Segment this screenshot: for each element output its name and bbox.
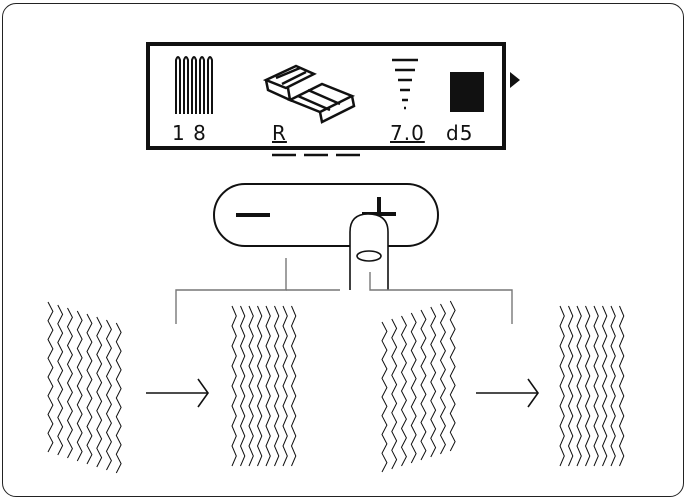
- stitch-column: [68, 308, 73, 458]
- stitch-column: [77, 311, 82, 461]
- stitch-column: [421, 310, 426, 460]
- stitch-column: [249, 306, 253, 466]
- stitch-column: [411, 313, 416, 463]
- stitch-column: [569, 306, 573, 466]
- stitch-column: [402, 316, 407, 466]
- stitch-column: [283, 306, 287, 466]
- stitch-column: [620, 306, 624, 466]
- stitch-column: [87, 314, 92, 464]
- stitch-column: [450, 301, 455, 451]
- stitch-column: [577, 306, 581, 466]
- stitch-column: [116, 323, 121, 473]
- stitch-width-value: d5: [446, 123, 473, 143]
- stitch-column: [107, 320, 112, 470]
- stitch-column: [232, 306, 236, 466]
- stitch-column: [594, 306, 598, 466]
- finger-press-icon: [350, 214, 388, 290]
- stitch-column: [611, 306, 615, 466]
- stitch-example-3: [382, 301, 455, 472]
- stitch-column: [292, 306, 296, 466]
- stitch-number: 1 8: [172, 123, 207, 143]
- stitch-column: [48, 302, 53, 452]
- adjust-key[interactable]: [214, 184, 438, 246]
- stitch-column: [241, 306, 245, 466]
- arrow-left-pair: [146, 379, 208, 407]
- presser-foot-icon: [266, 66, 354, 122]
- stitch-length-value: 7.0: [390, 123, 425, 143]
- arrow-right-pair: [476, 379, 538, 407]
- stitch-column: [586, 306, 590, 466]
- stitch-example-4: [560, 306, 624, 466]
- stitch-column: [258, 306, 262, 466]
- stitch-column: [97, 317, 102, 467]
- stitch-column: [603, 306, 607, 466]
- stitch-column: [275, 306, 279, 466]
- stitch-examples: [48, 301, 624, 473]
- stitch-example-1: [48, 302, 121, 473]
- stitch-pattern-icon: [176, 57, 212, 114]
- stitch-column: [266, 306, 270, 466]
- stitch-length-icon: [392, 60, 418, 108]
- mode-label: R: [272, 123, 287, 143]
- stitch-column: [560, 306, 564, 466]
- stitch-column: [441, 304, 446, 454]
- stitch-column: [58, 305, 63, 455]
- stitch-column: [392, 319, 397, 469]
- stitch-column: [431, 307, 436, 457]
- right-triangle-arrow-icon[interactable]: [510, 72, 520, 88]
- stitch-example-2: [232, 306, 296, 466]
- stitch-width-block-icon: [450, 72, 484, 112]
- connector-lines: [176, 258, 512, 324]
- stitch-column: [382, 322, 387, 472]
